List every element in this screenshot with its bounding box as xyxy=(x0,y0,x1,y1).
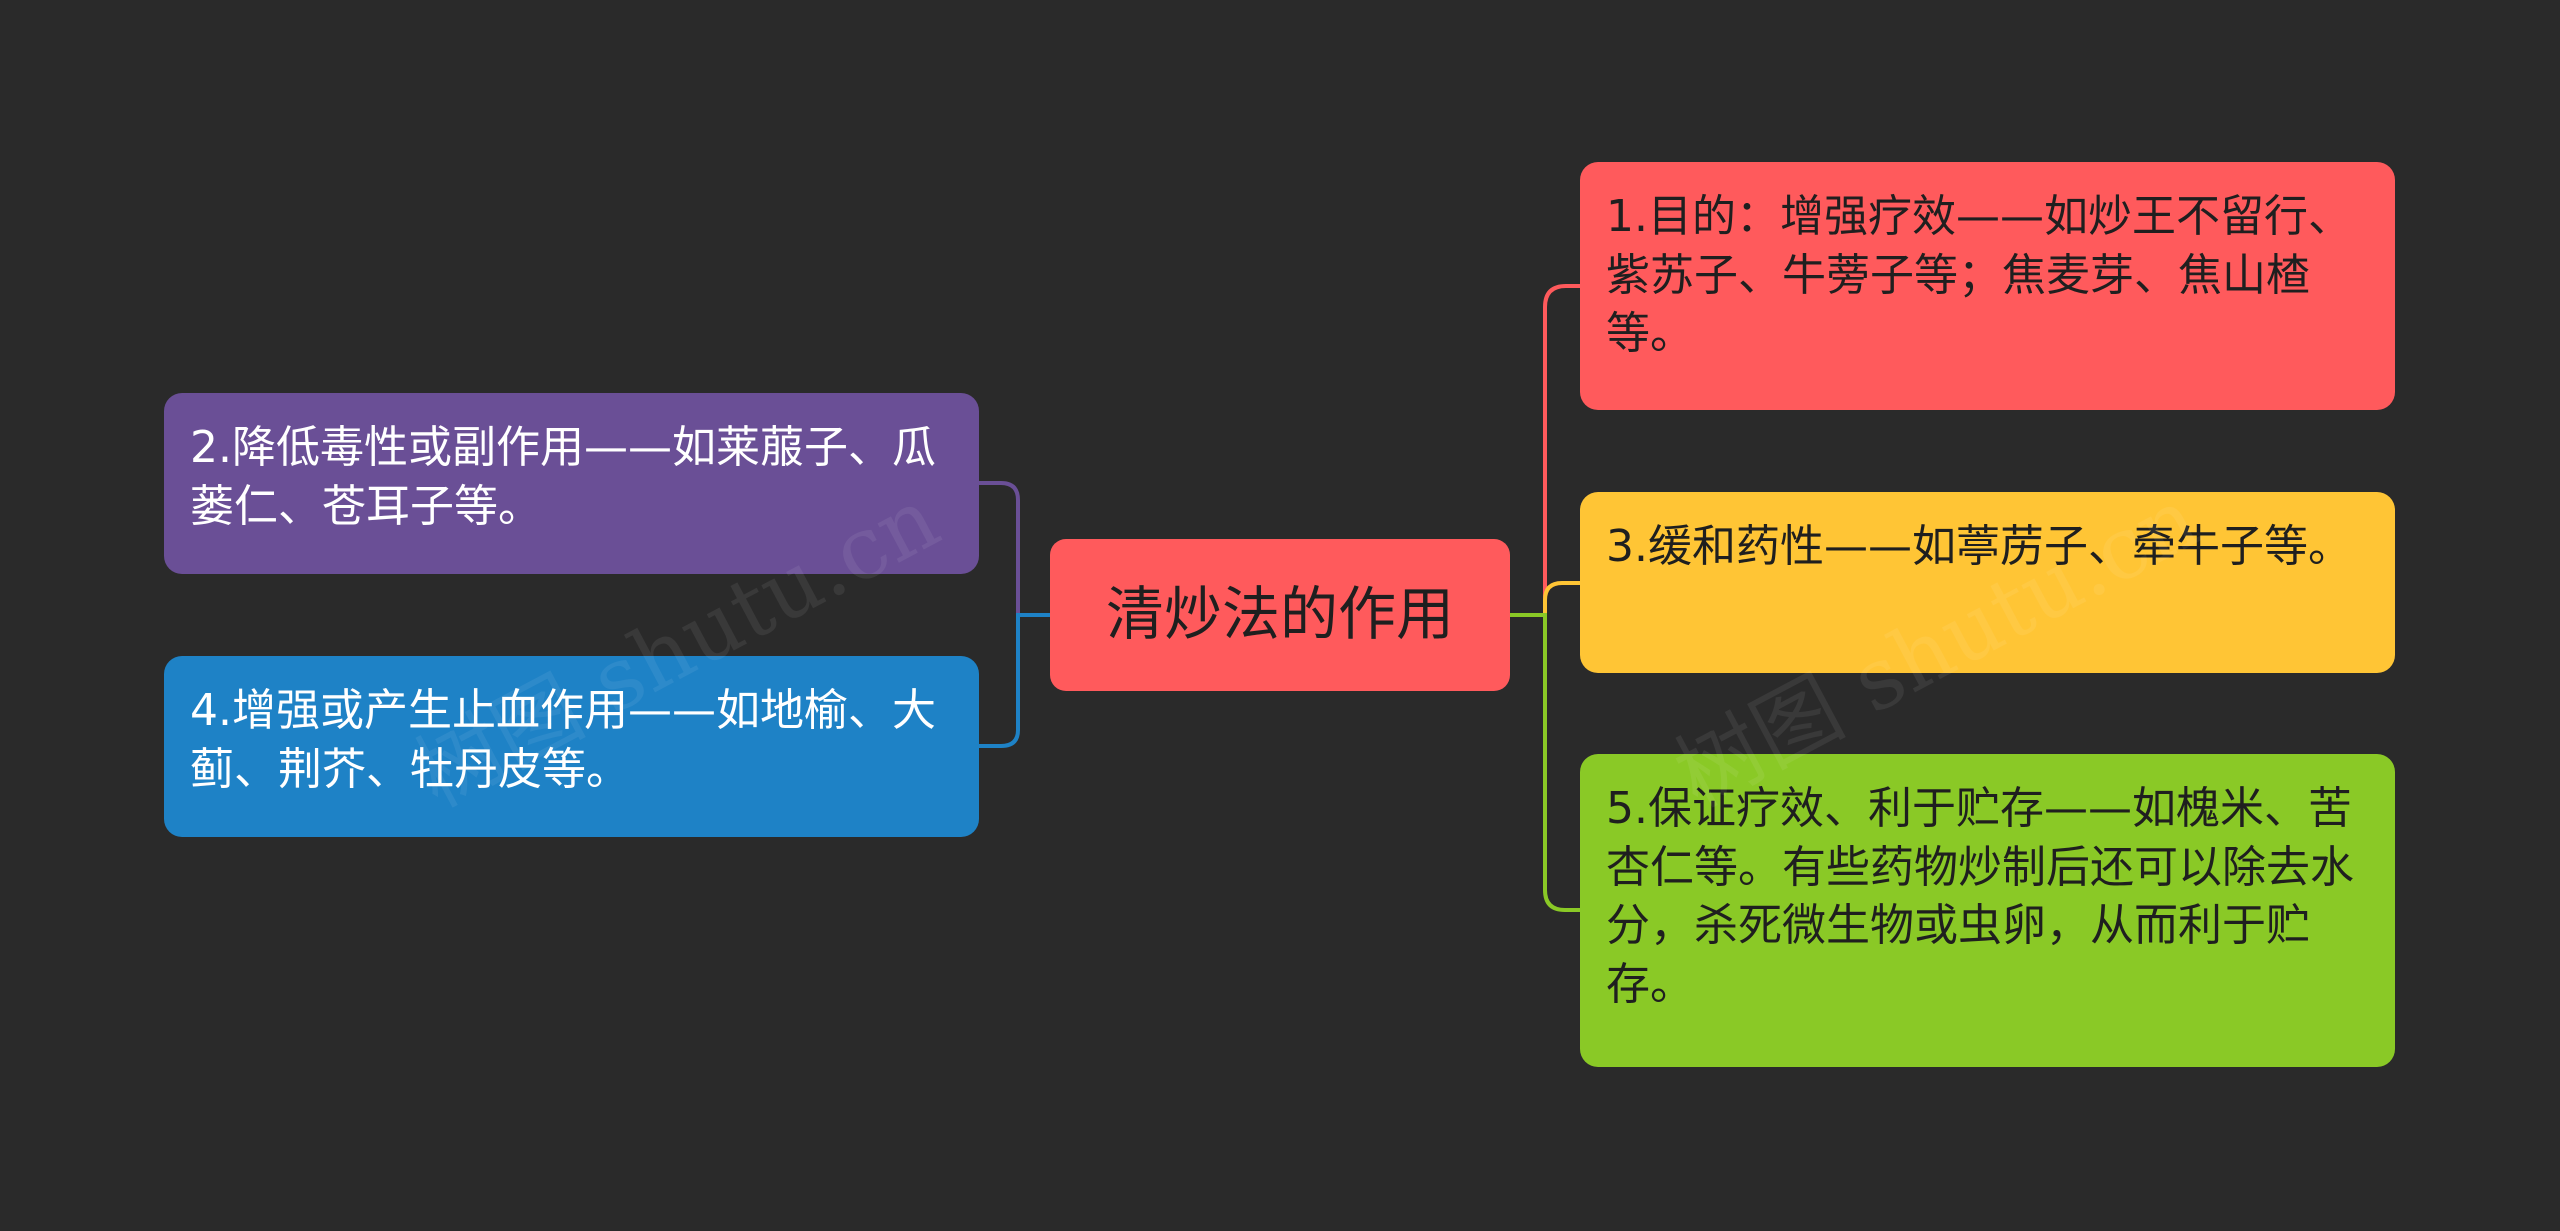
connector-root-to-node-1 xyxy=(1510,284,1580,617)
mindmap-node-1[interactable]: 1.目的：增强疗效——如炒王不留行、紫苏子、牛蒡子等；焦麦芽、焦山楂等。 xyxy=(1580,162,2395,410)
mindmap-root-node[interactable]: 清炒法的作用 xyxy=(1050,539,1510,691)
node-4-label: 4.增强或产生止血作用——如地榆、大蓟、荆芥、牡丹皮等。 xyxy=(190,685,936,795)
mindmap-node-5[interactable]: 5.保证疗效、利于贮存——如槐米、苦杏仁等。有些药物炒制后还可以除去水分，杀死微… xyxy=(1580,754,2395,1067)
mindmap-node-3[interactable]: 3.缓和药性——如葶苈子、牵牛子等。 xyxy=(1580,492,2395,673)
mindmap-node-2[interactable]: 2.降低毒性或副作用——如莱菔子、瓜蒌仁、苍耳子等。 xyxy=(164,393,979,574)
connector-root-to-node-5 xyxy=(1510,613,1580,912)
node-1-label: 1.目的：增强疗效——如炒王不留行、紫苏子、牛蒡子等；焦麦芽、焦山楂等。 xyxy=(1606,191,2352,360)
connector-root-to-node-4 xyxy=(979,613,1050,748)
mindmap-node-4[interactable]: 4.增强或产生止血作用——如地榆、大蓟、荆芥、牡丹皮等。 xyxy=(164,656,979,837)
node-3-label: 3.缓和药性——如葶苈子、牵牛子等。 xyxy=(1606,521,2352,572)
node-5-label: 5.保证疗效、利于贮存——如槐米、苦杏仁等。有些药物炒制后还可以除去水分，杀死微… xyxy=(1606,783,2354,1010)
node-2-label: 2.降低毒性或副作用——如莱菔子、瓜蒌仁、苍耳子等。 xyxy=(190,422,936,532)
connector-root-to-node-3 xyxy=(1510,581,1580,617)
connector-root-to-node-2 xyxy=(979,481,1050,617)
root-label: 清炒法的作用 xyxy=(1105,580,1454,649)
